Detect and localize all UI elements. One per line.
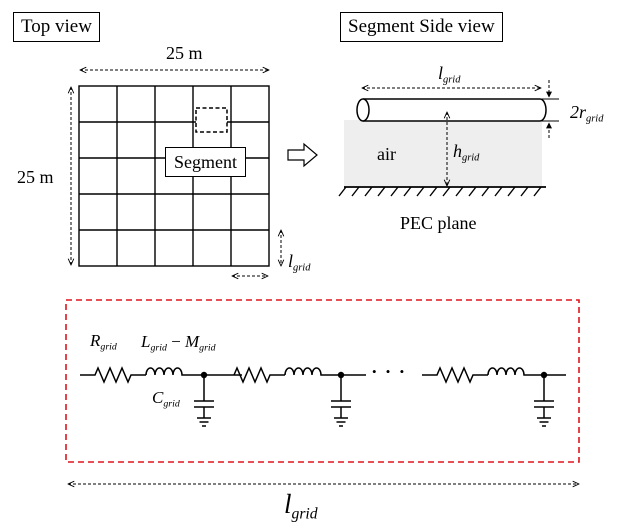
circuit-node [337, 371, 345, 379]
conductor-cylinder [356, 98, 547, 122]
segment-length-label: lgrid [438, 63, 461, 86]
radius-dimension-arrows [541, 80, 559, 138]
capacitance-label: Cgrid [152, 388, 180, 410]
top-view-title: Top view [13, 12, 100, 42]
inductance-label: Lgrid − Mgrid [141, 332, 216, 354]
air-region [344, 120, 542, 186]
side-view-title: Segment Side view [340, 12, 503, 42]
circuit-node [200, 371, 208, 379]
height-label-side: hgrid [453, 141, 480, 164]
view-transition-arrow [287, 142, 318, 168]
top-view-grid [78, 85, 270, 267]
segment-label: Segment [165, 147, 246, 177]
circuit-node [540, 371, 548, 379]
ground-hatching [338, 186, 542, 197]
grid-spacing-label: lgrid [288, 251, 311, 274]
height-label: 25 m [17, 167, 54, 187]
circuit-highlight-box [65, 299, 580, 463]
radius-label: 2rgrid [570, 102, 604, 125]
ellipsis: • • • [372, 364, 408, 379]
width-label: 25 m [166, 43, 203, 63]
pec-plane-label: PEC plane [400, 213, 477, 233]
total-length-label: lgrid [284, 489, 318, 523]
selected-segment-marker [195, 107, 228, 133]
circuit-wires [80, 366, 566, 427]
air-label: air [377, 144, 396, 164]
resistance-label: Rgrid [90, 331, 117, 353]
